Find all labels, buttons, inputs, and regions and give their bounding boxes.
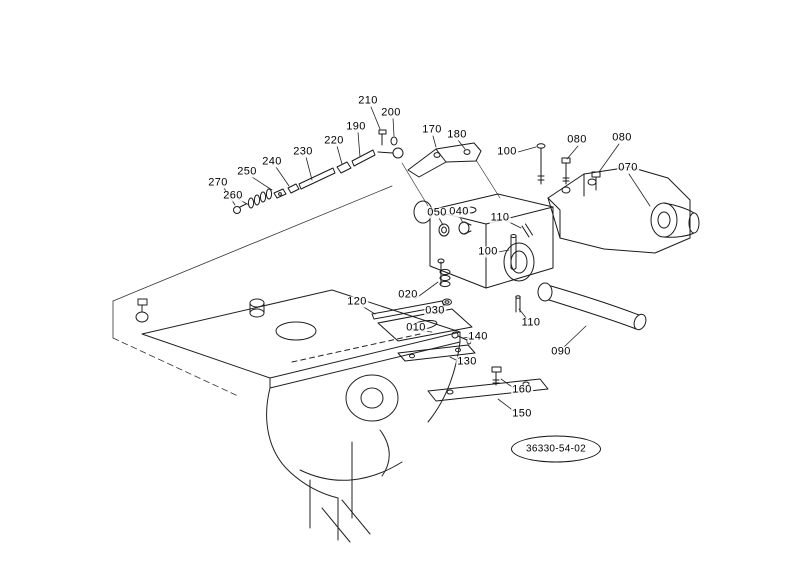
construction-lines bbox=[112, 159, 501, 397]
part-label-110-21: 110 bbox=[520, 316, 542, 329]
part-label-080-11: 080 bbox=[566, 133, 588, 146]
part-label-080-12: 080 bbox=[611, 131, 633, 144]
part-label-210-7: 210 bbox=[357, 94, 379, 107]
part-label-100-14: 100 bbox=[496, 145, 518, 158]
part-label-010-23: 010 bbox=[405, 321, 427, 334]
control-lever bbox=[537, 282, 647, 331]
lower-plates bbox=[371, 300, 549, 402]
mounting-bracket bbox=[407, 142, 482, 178]
diagram-reference-code: 36330-54-02 bbox=[511, 435, 601, 463]
part-label-140-24: 140 bbox=[467, 330, 489, 343]
linkage-rod-assembly bbox=[233, 129, 404, 214]
diagram-reference-code-text: 36330-54-02 bbox=[525, 443, 586, 455]
part-label-150-28: 150 bbox=[511, 407, 533, 420]
part-label-190-6: 190 bbox=[345, 120, 367, 133]
transmission-outline bbox=[135, 289, 461, 543]
part-label-200-8: 200 bbox=[380, 106, 402, 119]
part-label-250-2: 250 bbox=[236, 165, 258, 178]
part-label-030-20: 030 bbox=[424, 304, 446, 317]
part-label-070-13: 070 bbox=[617, 161, 639, 174]
part-label-260-1: 260 bbox=[222, 189, 244, 202]
part-label-220-5: 220 bbox=[323, 134, 345, 147]
part-label-110-17: 110 bbox=[489, 211, 511, 224]
part-label-020-19: 020 bbox=[397, 288, 419, 301]
part-label-240-3: 240 bbox=[261, 155, 283, 168]
part-label-120-22: 120 bbox=[346, 295, 368, 308]
part-label-130-26: 130 bbox=[456, 355, 478, 368]
part-label-270-0: 270 bbox=[207, 176, 229, 189]
part-label-230-4: 230 bbox=[292, 145, 314, 158]
part-label-180-10: 180 bbox=[446, 128, 468, 141]
part-label-160-27: 160 bbox=[511, 383, 533, 396]
part-label-040-16: 040 bbox=[448, 205, 470, 218]
rear-housing bbox=[536, 143, 700, 254]
part-label-100-18: 100 bbox=[477, 245, 499, 258]
part-label-090-25: 090 bbox=[550, 345, 572, 358]
pins bbox=[510, 223, 533, 313]
part-label-050-15: 050 bbox=[426, 206, 448, 219]
part-label-170-9: 170 bbox=[421, 123, 443, 136]
